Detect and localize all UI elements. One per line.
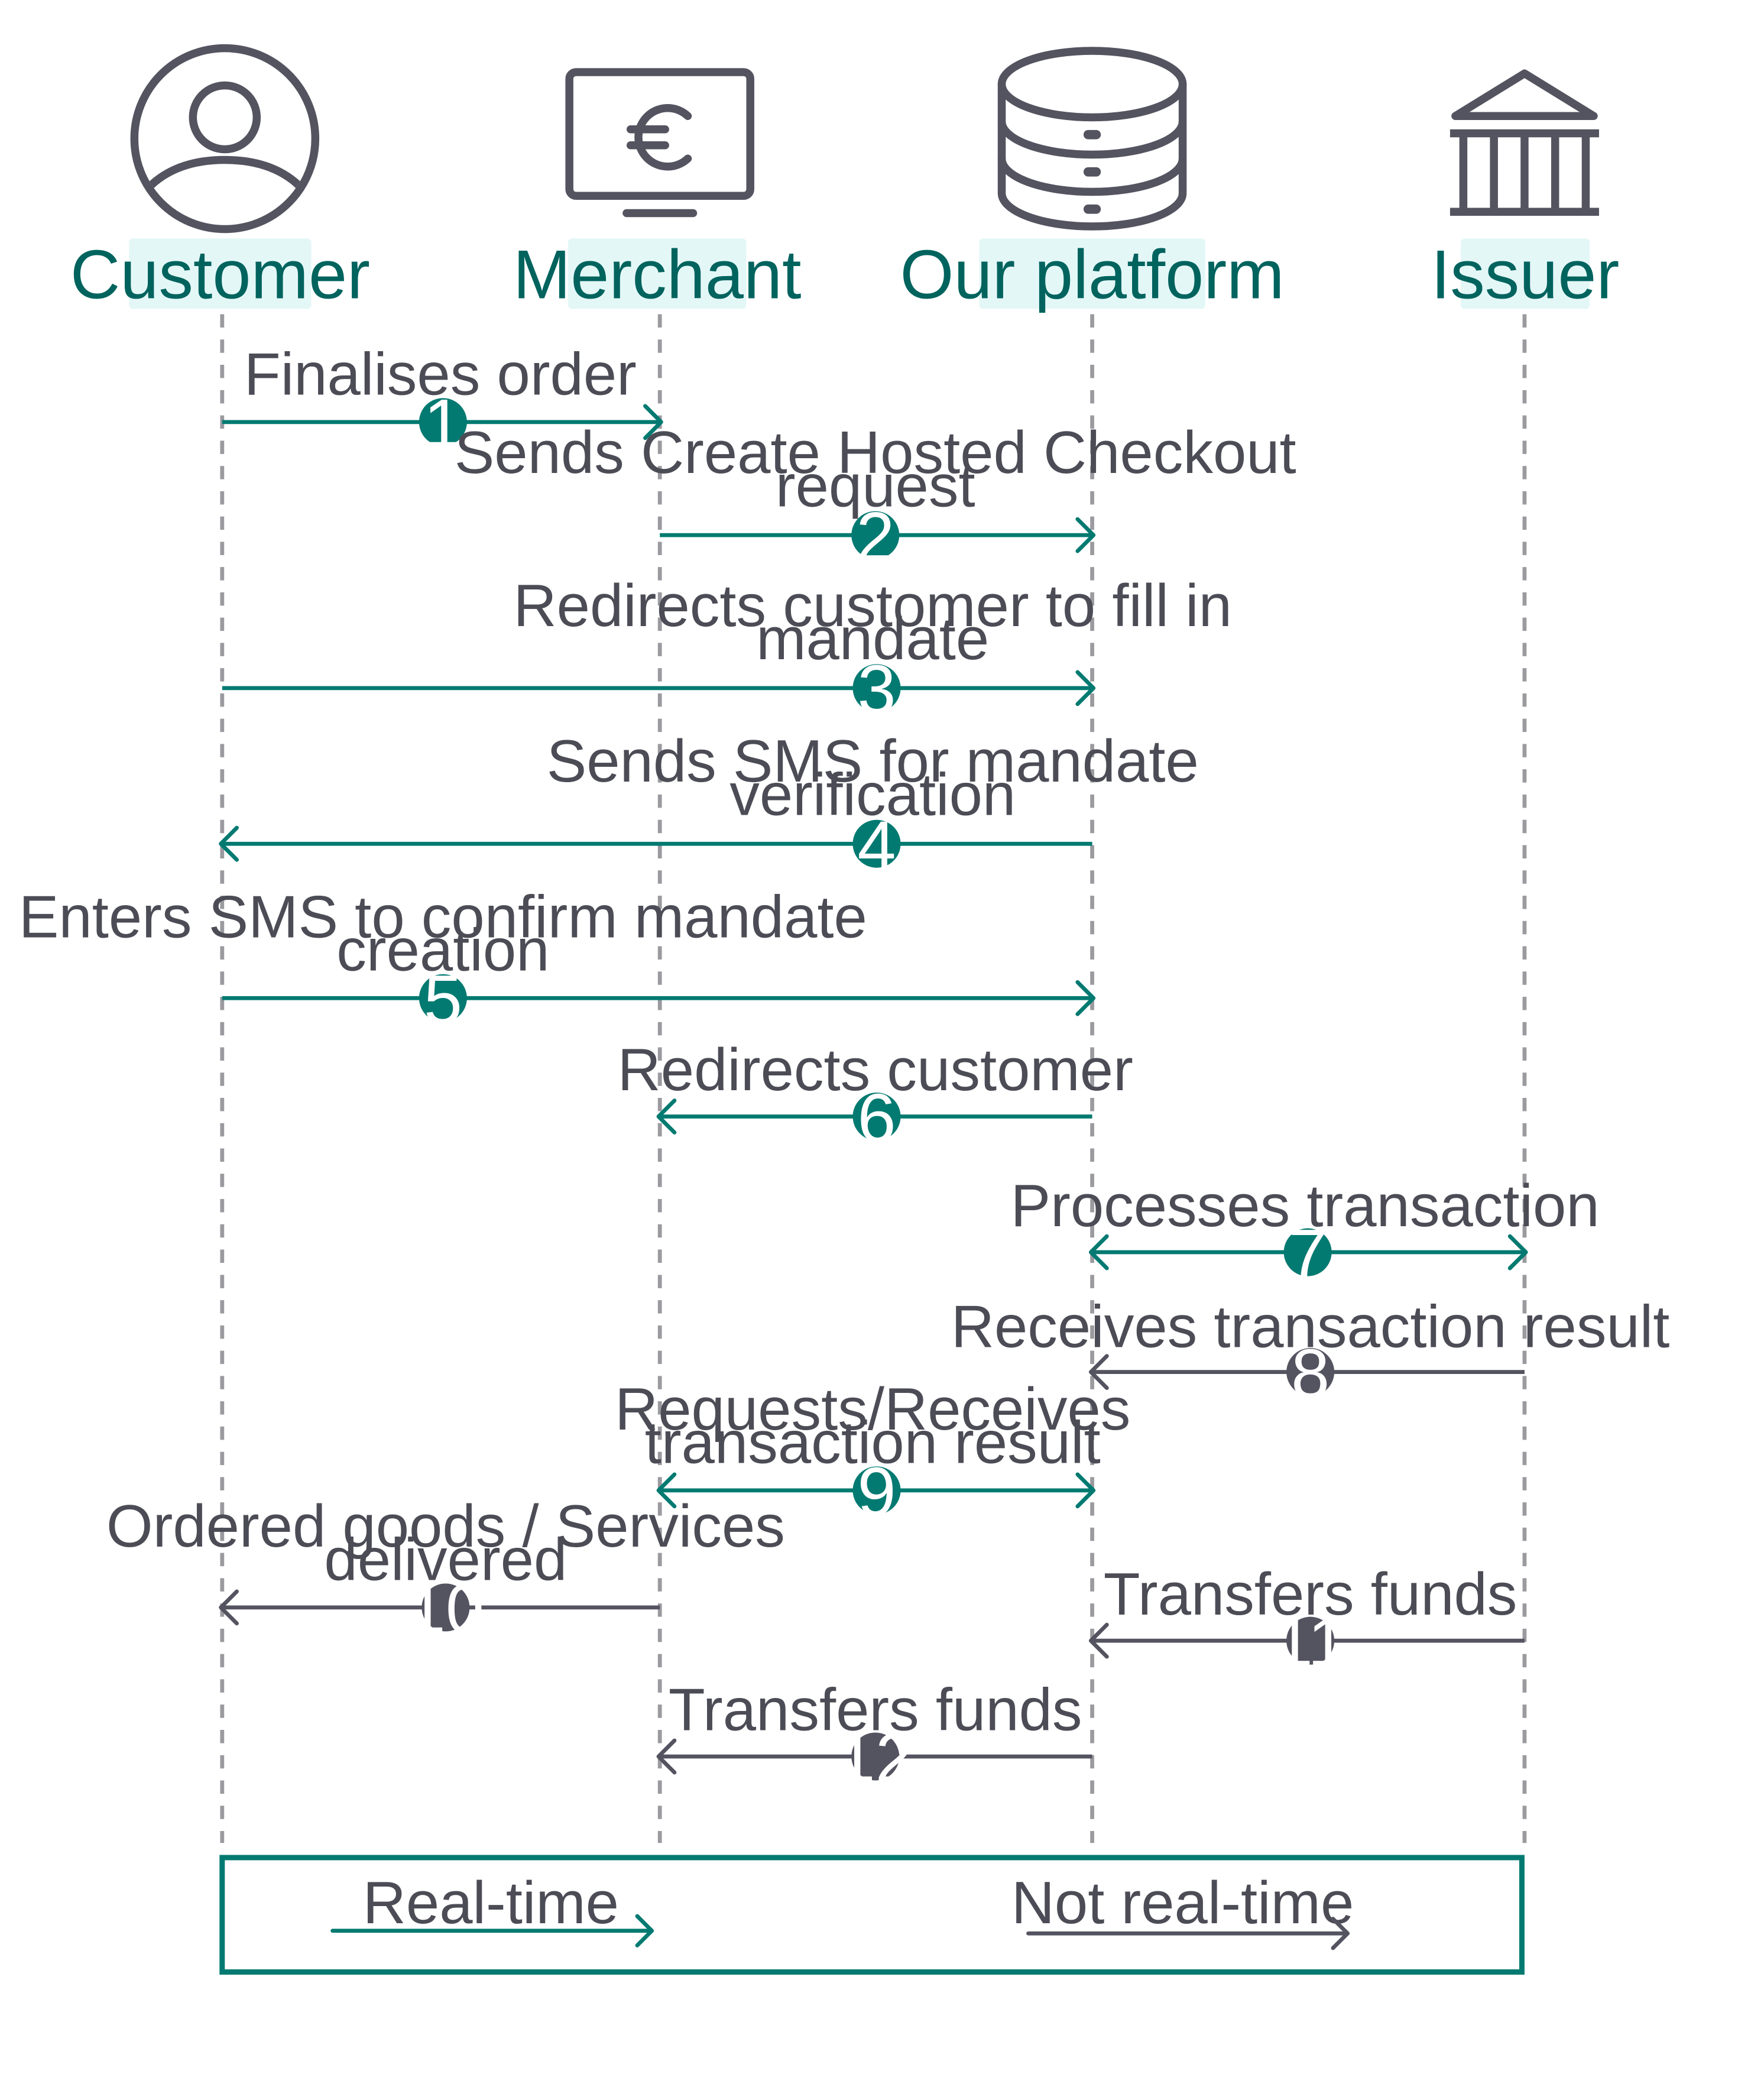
- actor-label-customer: Customer: [70, 236, 370, 313]
- legend-not-realtime-label: Not real-time: [1011, 1869, 1354, 1936]
- step-number: 9: [857, 1453, 896, 1531]
- message-label: Processes transaction: [1011, 1172, 1600, 1239]
- bank-icon: [1450, 69, 1599, 216]
- arrowhead: [219, 825, 239, 862]
- arrowhead: [656, 1738, 677, 1775]
- actor-label-issuer: Issuer: [1431, 236, 1620, 313]
- message-label: Sends Create Hosted Checkout: [455, 419, 1296, 486]
- step-badge: 9: [852, 1453, 901, 1531]
- step-number: 3: [857, 651, 896, 728]
- message-label: transaction result: [645, 1409, 1101, 1476]
- step-number: 1: [424, 385, 462, 462]
- arrowhead: [1075, 517, 1096, 553]
- arrowhead: [656, 1098, 677, 1135]
- step-number: 2: [856, 498, 894, 575]
- arrowhead: [1088, 1234, 1109, 1271]
- step-badge: 10: [407, 1570, 484, 1648]
- step-badge: 1: [419, 385, 467, 462]
- actor-name-customer: Customer: [70, 236, 370, 313]
- step-badge: 5: [419, 961, 467, 1038]
- message-label: creation: [336, 917, 549, 984]
- message-label: Enters SMS to confirm mandate: [19, 883, 867, 950]
- actor-name-issuer: Issuer: [1431, 236, 1620, 313]
- arrowhead: [656, 1472, 677, 1509]
- arrowhead: [1088, 1622, 1109, 1659]
- user-avatar-icon: [130, 44, 320, 234]
- step-badge: 4: [852, 806, 901, 884]
- step-badge: 11: [1275, 1603, 1346, 1681]
- step-number: 4: [857, 806, 896, 884]
- arrowhead: [219, 1589, 239, 1626]
- legend-realtime-label: Real-time: [363, 1869, 619, 1936]
- message-label: Transfers funds: [1104, 1561, 1517, 1628]
- message-label: Transfers funds: [669, 1677, 1082, 1743]
- arrowhead: [1507, 1234, 1528, 1271]
- step-number: 11: [1275, 1603, 1346, 1681]
- step-badge: 7: [1283, 1215, 1332, 1292]
- step-number: 8: [1291, 1334, 1330, 1412]
- euro-monitor-icon: [565, 68, 754, 218]
- lifelines: [220, 314, 1527, 1843]
- arrowhead: [1075, 980, 1096, 1016]
- legend-not-realtime-arrow: [1026, 1917, 1350, 1950]
- actor-label-merchant: Merchant: [513, 236, 802, 313]
- step-badge: 12: [837, 1719, 914, 1797]
- message-label: delivered: [324, 1526, 567, 1593]
- legend-realtime-arrow: [330, 1914, 654, 1947]
- message-label: Finalises order: [244, 341, 637, 407]
- message-label: Ordered goods / Services: [106, 1493, 785, 1560]
- message-label: Redirects customer: [618, 1036, 1133, 1103]
- step-number: 7: [1289, 1215, 1327, 1292]
- legend-box: [219, 1855, 1525, 1975]
- step-number: 6: [857, 1079, 896, 1156]
- message-label: request: [776, 452, 975, 519]
- message-label: verification: [729, 761, 1016, 828]
- message-label: Redirects customer to fill in: [514, 572, 1232, 639]
- message-label: Sends SMS for mandate: [547, 728, 1199, 795]
- arrowhead: [1075, 1472, 1096, 1509]
- actor-name-platform: Our platform: [900, 236, 1284, 313]
- step-number: 10: [407, 1570, 484, 1648]
- step-number: 12: [837, 1719, 914, 1797]
- step-badge: 6: [852, 1079, 901, 1156]
- actor-label-platform: Our platform: [900, 236, 1284, 313]
- legend: Real-time Not real-time: [219, 1855, 1525, 1975]
- step-number: 5: [424, 961, 462, 1038]
- database-icon: [997, 47, 1187, 231]
- message-label: Requests/Receives: [615, 1376, 1130, 1443]
- step-badge: 8: [1286, 1334, 1335, 1412]
- step-badge: 2: [851, 498, 900, 575]
- message-label: mandate: [756, 605, 989, 672]
- arrowhead: [1088, 1354, 1109, 1390]
- actor-name-merchant: Merchant: [513, 236, 802, 313]
- step-badge: 3: [852, 651, 901, 728]
- arrowhead: [643, 404, 663, 440]
- arrowhead: [1075, 670, 1096, 707]
